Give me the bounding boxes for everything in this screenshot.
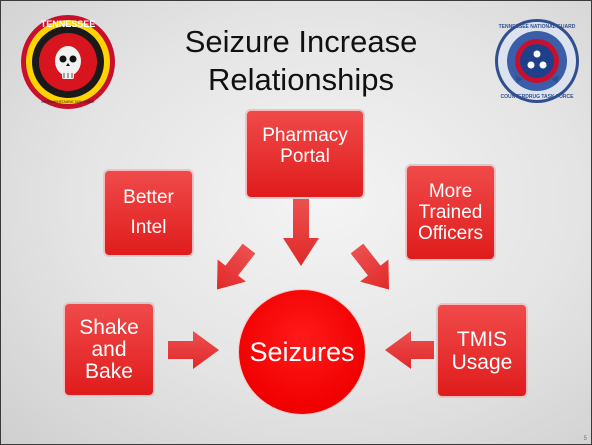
node-shake-and-bake-line-2: and xyxy=(91,337,127,361)
node-more-trained-officers-line-2: Trained xyxy=(418,202,483,223)
left-logo-ring-text: TENNESSEE xyxy=(41,19,96,29)
slide-title-line-2: Relationships xyxy=(207,62,395,97)
node-tmis-usage: TMIS Usage xyxy=(437,304,527,397)
node-shake-and-bake: Shake and Bake xyxy=(64,303,154,396)
node-better-intel-line-1: Better xyxy=(123,187,174,208)
arrow-intel-to-seizures xyxy=(216,243,256,290)
node-pharmacy-portal-line-2: Portal xyxy=(280,146,330,167)
page-number: 5 xyxy=(583,436,587,442)
node-pharmacy-portal-line-1: Pharmacy xyxy=(262,125,348,146)
tennessee-meth-task-force-logo: TENNESSEE METHAMPHETAMINE TASK FORCE xyxy=(21,15,115,109)
node-pharmacy-portal: Pharmacy Portal xyxy=(246,110,364,198)
node-tmis-usage-line-1: TMIS xyxy=(456,327,508,351)
right-logo-ring-text: TENNESSEE NATIONAL GUARD xyxy=(499,24,576,30)
arrow-shake-to-seizures xyxy=(168,331,219,369)
node-more-trained-officers: More Trained Officers xyxy=(406,165,495,260)
node-shake-and-bake-line-3: Bake xyxy=(85,359,133,383)
node-shake-and-bake-line-1: Shake xyxy=(79,315,139,339)
node-more-trained-officers-line-3: Officers xyxy=(417,223,484,244)
right-logo-bottom-text: COUNTERDRUG TASK FORCE xyxy=(501,94,575,100)
node-better-intel-line-2: Intel xyxy=(130,217,167,238)
arrow-tmis-to-seizures xyxy=(385,331,434,369)
node-seizures-label: Seizures xyxy=(249,336,355,367)
slide-title: Seizure Increase Relationships xyxy=(151,23,451,99)
node-tmis-usage-line-2: Usage xyxy=(451,350,513,374)
arrow-trained-to-seizures xyxy=(350,243,390,290)
tennessee-national-guard-counterdrug-logo: TENNESSEE NATIONAL GUARD COUNTERDRUG TAS… xyxy=(495,19,579,103)
node-seizures: Seizures xyxy=(238,289,366,415)
node-more-trained-officers-line-1: More xyxy=(428,181,473,202)
arrow-pharmacy-to-seizures xyxy=(283,199,319,266)
node-better-intel: Better Intel xyxy=(104,170,193,256)
slide-title-line-1: Seizure Increase xyxy=(184,24,418,59)
left-logo-bottom-text: METHAMPHETAMINE TASK FORCE xyxy=(41,100,94,104)
